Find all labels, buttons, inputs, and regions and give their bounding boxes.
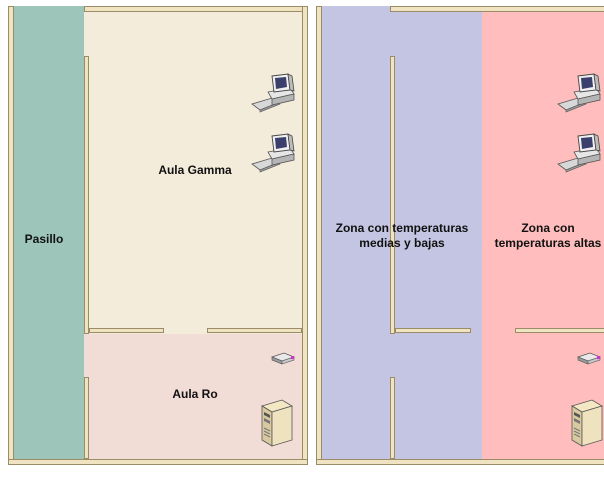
high-temp-zone-label-line2: temperaturas altas — [494, 236, 602, 250]
desktop-computer-icon — [251, 73, 295, 113]
low-temp-zone-label: Zona con temperaturas medias y bajas — [324, 221, 480, 251]
divider-wall-right — [207, 328, 302, 333]
outer-wall-left — [316, 6, 322, 465]
pasillo-label: Pasillo — [24, 232, 64, 246]
pasillo-area — [14, 6, 84, 461]
network-switch-icon — [271, 352, 295, 365]
inner-wall-upper — [84, 56, 89, 334]
low-temp-zone — [318, 6, 482, 461]
floorplan-b: Zona con temperaturas medias y bajas Zon… — [310, 0, 604, 470]
high-temp-zone-label-line1: Zona con — [521, 221, 575, 235]
outer-wall-bottom — [316, 459, 604, 465]
low-temp-zone-label-line1: Zona con temperaturas — [335, 221, 469, 235]
server-tower-icon — [571, 399, 603, 447]
outer-wall-top — [390, 6, 604, 12]
floorplan-a: Pasillo Aula Gamma Aula Ro a — [0, 0, 310, 470]
desktop-computer-icon — [557, 73, 601, 113]
inner-wall-lower — [84, 377, 89, 459]
server-tower-icon — [261, 399, 293, 447]
aula-ro-label: Aula Ro — [172, 387, 218, 401]
outer-wall-bottom — [8, 459, 308, 465]
outer-wall-top — [84, 6, 306, 12]
desktop-computer-icon — [251, 133, 295, 173]
divider-wall-left — [89, 328, 164, 333]
outer-wall-right — [302, 6, 308, 465]
divider-wall-left — [395, 328, 471, 333]
desktop-computer-icon — [557, 133, 601, 173]
divider-wall-right — [515, 328, 604, 333]
inner-wall-lower — [390, 377, 395, 459]
low-temp-zone-label-line2: medias y bajas — [359, 236, 445, 250]
high-temp-zone-label: Zona con temperaturas altas — [486, 221, 604, 251]
inner-wall-upper — [390, 56, 395, 334]
aula-gamma-label: Aula Gamma — [158, 163, 232, 177]
network-switch-icon — [577, 352, 601, 365]
